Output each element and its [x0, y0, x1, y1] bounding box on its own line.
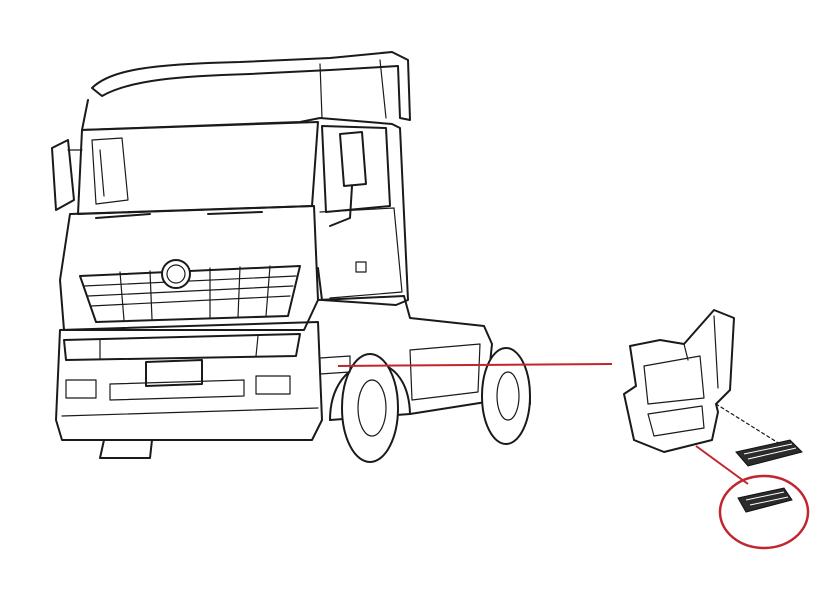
front-wheel: [341, 353, 399, 463]
fog-light-left: [65, 379, 97, 399]
grille-slats: [83, 265, 297, 321]
brand-emblem: [161, 259, 191, 289]
cab-door: [319, 207, 403, 299]
headlight-bar: [63, 333, 301, 361]
step-housing: [623, 309, 735, 453]
front-panel: [59, 205, 319, 331]
step-tread-plate-upper: [735, 439, 803, 467]
side-mirror: [339, 131, 367, 187]
truck-side-step-location: [319, 355, 351, 375]
leader-line-tread-plate: [695, 445, 749, 485]
leader-line-step-location: [337, 363, 613, 367]
rear-wheel: [481, 347, 531, 445]
roof-deflector: [91, 51, 411, 121]
truck-cab-drawing: [51, 51, 531, 463]
windscreen: [77, 121, 319, 215]
grille: [79, 265, 301, 323]
licence-plate-area: [145, 359, 203, 387]
step-tread-plate: [737, 487, 793, 513]
front-bumper: [55, 321, 323, 441]
highlight-circle: [718, 474, 810, 550]
fog-light-right: [255, 375, 291, 395]
left-mirror: [51, 139, 75, 211]
side-fairing: [317, 295, 493, 421]
step-assembly: [623, 309, 781, 453]
